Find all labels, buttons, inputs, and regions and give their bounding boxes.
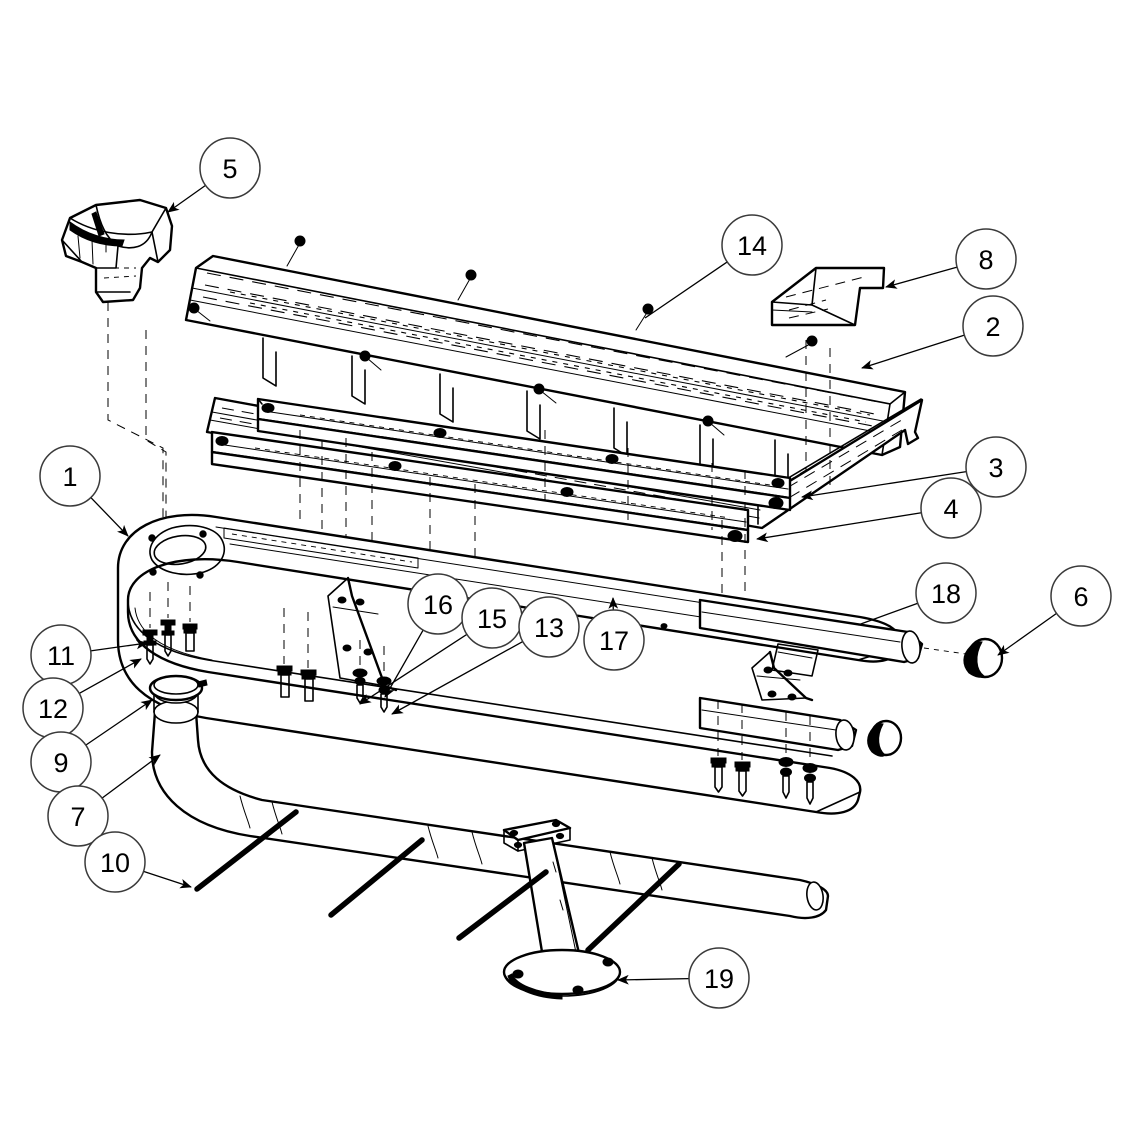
- part-corner-cowl-cover: [60, 198, 174, 304]
- callout-18[interactable]: 18: [915, 562, 977, 624]
- leader-line-18: [857, 602, 919, 626]
- leader-line-14: [644, 261, 728, 319]
- callout-label-8: 8: [978, 245, 993, 275]
- callout-label-2: 2: [985, 312, 1000, 342]
- callout-circle-5[interactable]: [199, 137, 261, 199]
- callout-circle-10[interactable]: [84, 831, 146, 893]
- callout-circle-3[interactable]: [965, 436, 1027, 498]
- leader-line-13: [391, 640, 524, 715]
- leader-line-12: [78, 658, 142, 694]
- callout-8[interactable]: 8: [955, 228, 1017, 290]
- callout-circle-2[interactable]: [962, 295, 1024, 357]
- callout-2[interactable]: 2: [962, 295, 1024, 357]
- callout-leader-lines: [78, 184, 1057, 985]
- leader-line-9: [85, 699, 153, 746]
- callout-15[interactable]: 15: [461, 587, 523, 649]
- callout-circle-1[interactable]: [39, 445, 101, 507]
- callout-circle-8[interactable]: [955, 228, 1017, 290]
- callout-label-17: 17: [599, 626, 629, 656]
- splice-plate-fastener: [785, 335, 818, 358]
- assembly-path-cowl: [107, 302, 164, 560]
- callout-circle-19[interactable]: [688, 947, 750, 1009]
- callout-label-14: 14: [737, 231, 767, 261]
- callout-13[interactable]: 13: [518, 596, 580, 658]
- callout-circle-13[interactable]: [518, 596, 580, 658]
- leader-line-15: [359, 633, 468, 705]
- callout-label-6: 6: [1073, 582, 1088, 612]
- callout-circle-14[interactable]: [721, 214, 783, 276]
- callout-label-11: 11: [47, 641, 75, 671]
- callout-label-5: 5: [222, 154, 237, 184]
- callout-11[interactable]: 11: [30, 624, 92, 686]
- callout-10[interactable]: 10: [84, 831, 146, 893]
- leader-line-7: [101, 754, 161, 799]
- leader-line-5: [167, 184, 206, 213]
- leader-line-10: [143, 870, 192, 889]
- callout-4[interactable]: 4: [920, 477, 982, 539]
- hardware-fasteners-left: [142, 582, 317, 702]
- part-tube-end-plug-lower[interactable]: [867, 719, 903, 757]
- leader-line-16: [384, 629, 424, 698]
- part-upper-mounting-rail: [256, 397, 792, 512]
- callout-circle-18[interactable]: [915, 562, 977, 624]
- callout-14[interactable]: 14: [721, 214, 783, 276]
- callout-17[interactable]: 17: [583, 609, 645, 671]
- callout-3[interactable]: 3: [965, 436, 1027, 498]
- callout-label-15: 15: [477, 604, 507, 634]
- callout-1[interactable]: 1: [39, 445, 101, 507]
- part-support-rods: [194, 809, 682, 953]
- callout-label-4: 4: [943, 494, 958, 524]
- leader-line-4: [756, 512, 922, 543]
- part-top-panel: [184, 254, 907, 489]
- callout-circle-17[interactable]: [583, 609, 645, 671]
- callout-label-18: 18: [931, 579, 961, 609]
- callout-label-19: 19: [704, 964, 734, 994]
- callout-circle-7[interactable]: [47, 785, 109, 847]
- part-pedestal-leg: [502, 818, 622, 1000]
- callout-circle-4[interactable]: [920, 477, 982, 539]
- leader-line-1: [90, 497, 129, 537]
- part-tube-end-plug-upper[interactable]: [923, 637, 1004, 679]
- callout-label-12: 12: [38, 694, 68, 724]
- callout-label-3: 3: [988, 453, 1003, 483]
- leader-line-3: [801, 470, 967, 501]
- callout-7[interactable]: 7: [47, 785, 109, 847]
- part-cross-tube-upper: [698, 598, 924, 664]
- part-cross-tube-lower: [698, 696, 858, 752]
- callout-bubbles: 5 14 8 2 34 1 18 6 16 15 13 17 11 12 97 10 19: [22, 137, 1112, 1009]
- callout-label-13: 13: [534, 613, 564, 643]
- callout-label-16: 16: [423, 590, 453, 620]
- callout-label-9: 9: [53, 748, 68, 778]
- leader-line-19: [617, 974, 690, 985]
- callout-circle-6[interactable]: [1050, 565, 1112, 627]
- callout-5[interactable]: 5: [199, 137, 261, 199]
- part-tube-clamp: [148, 674, 208, 702]
- leader-line-6: [997, 612, 1057, 656]
- callout-label-1: 1: [62, 462, 77, 492]
- leader-line-11: [90, 639, 148, 652]
- callout-label-7: 7: [70, 802, 85, 832]
- hardware-fasteners-right: [710, 700, 818, 805]
- callout-label-10: 10: [100, 848, 130, 878]
- leader-line-2: [861, 334, 965, 370]
- callout-19[interactable]: 19: [688, 947, 750, 1009]
- callout-9[interactable]: 9: [30, 731, 92, 793]
- leader-line-8: [885, 266, 958, 289]
- top-panel-fasteners: [188, 235, 725, 436]
- callout-6[interactable]: 6: [1050, 565, 1112, 627]
- part-splice-cover-plate: [770, 266, 886, 327]
- callout-16[interactable]: 16: [407, 573, 469, 635]
- callout-12[interactable]: 12: [22, 677, 84, 739]
